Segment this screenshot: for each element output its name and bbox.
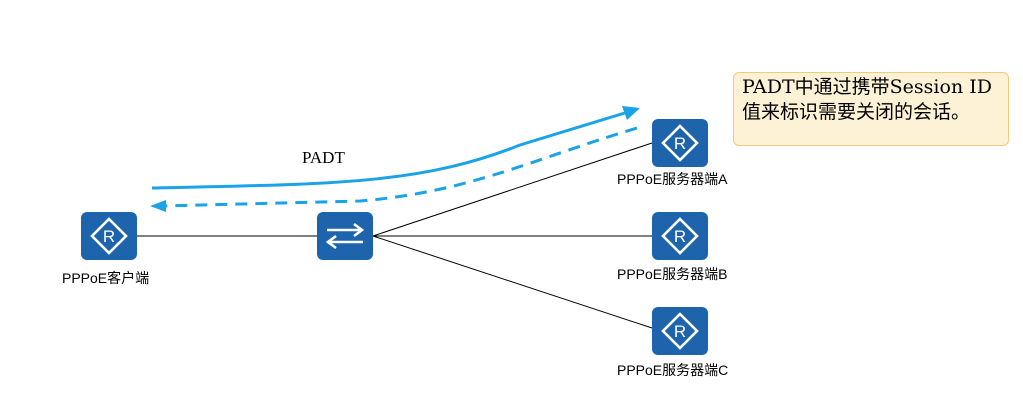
note-callout-text: PADT中通过携带Session ID值来标识需要关闭的会话。 [742,76,992,123]
switch-icon [317,212,373,260]
note-callout: PADT中通过携带Session ID值来标识需要关闭的会话。 [733,72,1009,146]
server-a-router-icon [650,117,710,169]
client-label: PPPoE客户端 [62,270,150,286]
link-switch-server-c [372,235,653,329]
client-router-icon [79,210,139,262]
server-a-label: PPPoE服务器端A [617,171,728,187]
server-b-router-icon [650,210,710,262]
link-switch-server-a [372,142,653,237]
server-c-label: PPPoE服务器端C [617,362,729,378]
padt-message-label: PADT [302,148,345,167]
padt-arrow-solid [151,106,640,190]
padt-arrow-dashed [150,126,638,212]
server-c-router-icon [650,305,710,357]
server-b-label: PPPoE服务器端B [617,266,728,282]
